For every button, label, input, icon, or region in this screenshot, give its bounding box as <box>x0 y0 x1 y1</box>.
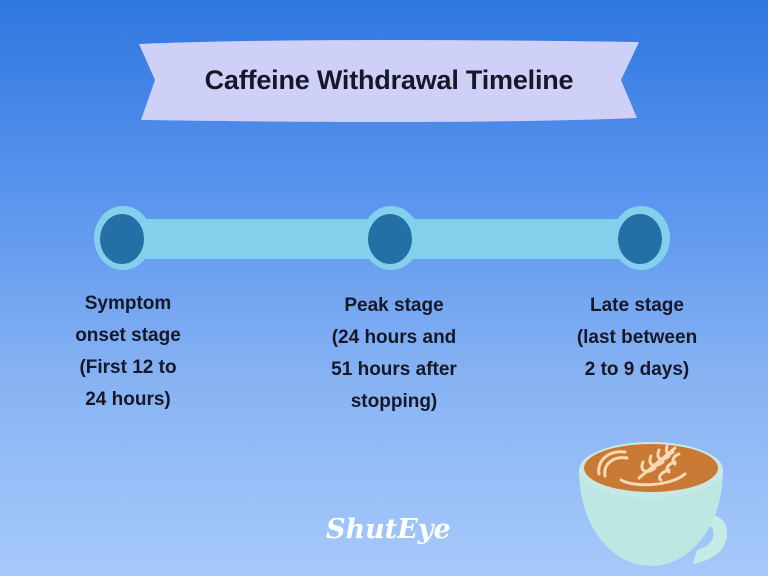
title-banner: Caffeine Withdrawal Timeline <box>133 36 645 124</box>
stage-line: (24 hours and <box>331 327 457 348</box>
stage-line: stopping) <box>350 391 438 412</box>
timeline-node-1 <box>94 206 152 270</box>
stage-line: Late stage <box>590 295 684 316</box>
page-title: Caffeine Withdrawal Timeline <box>204 64 574 95</box>
stage-line: (First 12 to <box>79 357 177 378</box>
timeline-node-3 <box>612 206 670 270</box>
stage-line: (last between <box>576 327 698 348</box>
timeline-track <box>94 206 674 272</box>
timeline-node-2 <box>362 206 420 270</box>
node-dot <box>100 214 144 264</box>
stage-line: 24 hours) <box>85 389 171 410</box>
stage-line: Symptom <box>84 293 172 314</box>
stage-peak: Peak stage (24 hours and 51 hours after … <box>294 290 494 418</box>
node-dot <box>368 214 412 264</box>
node-dot <box>618 214 662 264</box>
stage-symptom-onset: Symptom onset stage (First 12 to 24 hour… <box>28 288 228 416</box>
stage-line: 2 to 9 days) <box>584 359 690 380</box>
stage-late: Late stage (last between 2 to 9 days) <box>537 290 737 386</box>
stage-line: onset stage <box>75 325 181 346</box>
latte-art-coffee-cup-icon <box>579 442 728 566</box>
ribbon-shape <box>139 40 639 122</box>
stage-line: Peak stage <box>344 295 444 316</box>
shuteye-logo: ShutEye <box>326 514 451 545</box>
stage-line: 51 hours after <box>331 359 457 380</box>
